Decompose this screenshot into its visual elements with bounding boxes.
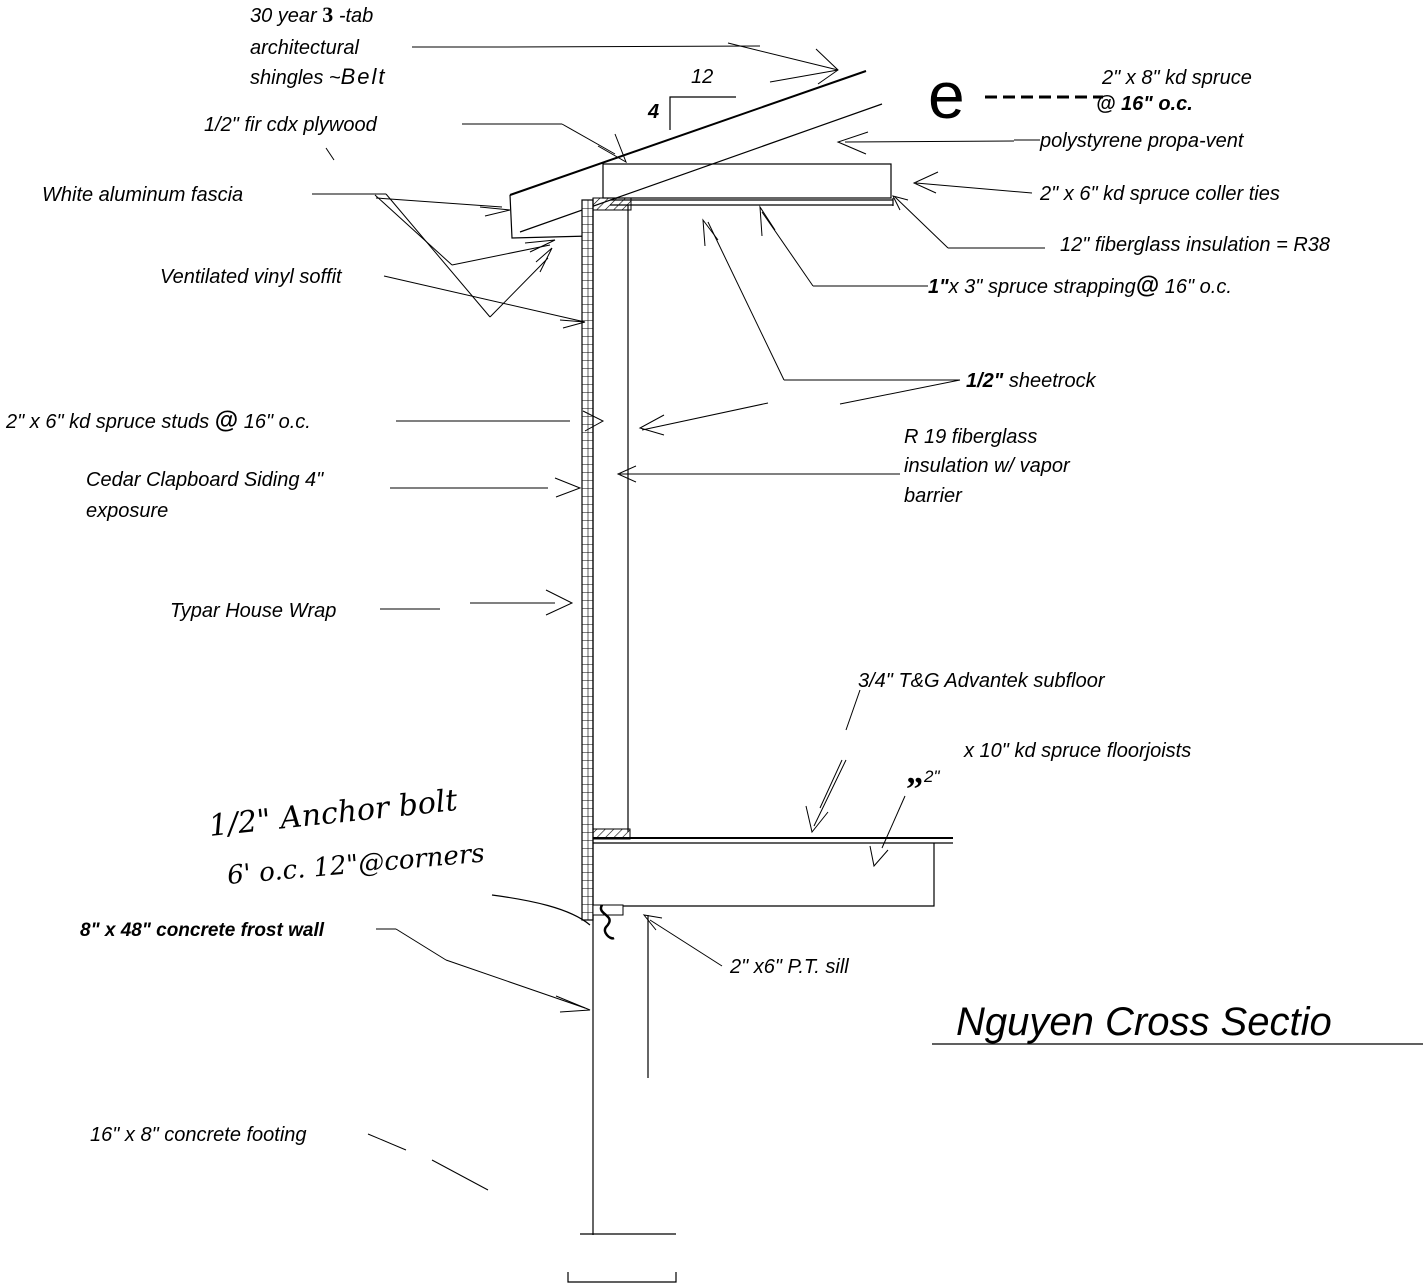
label-frost-wall: 8" x 48" concrete frost wall xyxy=(80,920,325,941)
label-shingles-line3: shingles ~Belt xyxy=(250,64,387,89)
footing-outline xyxy=(567,1272,677,1283)
label-fascia: White aluminum fascia xyxy=(42,184,243,206)
roof-underside-line xyxy=(519,103,883,233)
label-footing: 16" x 8" concrete footing xyxy=(90,1124,307,1146)
label-joists-mark: ” xyxy=(906,771,923,808)
label-sill: 2" x6" P.T. sill xyxy=(729,956,849,978)
label-wall-insulation-line3: barrier xyxy=(904,485,963,507)
label-strapping: 1"x 3" spruce strapping@ 16" o.c. xyxy=(928,272,1232,299)
floor-joist xyxy=(620,843,935,907)
double-top-plate xyxy=(592,197,632,211)
wall-structure xyxy=(581,198,631,1235)
cedar-siding-strip xyxy=(581,199,594,921)
label-wall-insulation-line1: R 19 fiberglass xyxy=(904,426,1037,448)
drawing-title: Nguyen Cross Sectio xyxy=(956,1000,1332,1044)
label-pitch-rise: 4 xyxy=(647,101,659,123)
leader-lines xyxy=(312,42,1423,1191)
floor-structure xyxy=(592,837,953,916)
label-siding-line1: Cedar Clapboard Siding 4" xyxy=(86,469,324,491)
roof-top-line xyxy=(509,70,867,196)
label-propavent: polystyrene propa-vent xyxy=(1039,130,1245,152)
roof-structure xyxy=(509,70,894,239)
label-studs: 2" x 6" kd spruce studs @ 16" o.c. xyxy=(5,407,311,434)
anchor-bolt-lead xyxy=(491,894,591,926)
pt-sill xyxy=(592,904,624,916)
label-plywood: 1/2" fir cdx plywood xyxy=(204,114,378,136)
label-anchor-line1: 1/2" Anchor bolt xyxy=(207,783,460,844)
label-ceiling-insulation: 12" fiberglass insulation = R38 xyxy=(1060,234,1330,256)
label-anchor-line2: 6' o.c. 12"@corners xyxy=(226,839,486,891)
label-collar-ties: 2" x 6" kd spruce coller ties xyxy=(1039,183,1280,205)
label-pitch-run: 12 xyxy=(691,66,713,88)
label-e-glyph: e xyxy=(928,58,965,132)
label-soffit: Ventilated vinyl soffit xyxy=(160,266,343,288)
label-rafters-line2: @ 16" o.c. xyxy=(1096,93,1193,115)
label-joists-size: 2" xyxy=(923,767,940,786)
fascia-board xyxy=(509,194,591,239)
top-plate-collar-tie xyxy=(602,163,892,199)
annotation-labels: 30 year 3 -tab architectural shingles ~B… xyxy=(5,2,1332,1146)
label-shingles-line1: 30 year 3 -tab xyxy=(250,2,373,27)
foundation-structure xyxy=(491,894,677,1283)
label-joists: x 10" kd spruce floorjoists xyxy=(963,740,1191,762)
label-siding-line2: exposure xyxy=(86,500,168,522)
label-sheetrock: 1/2" sheetrock xyxy=(966,370,1097,392)
label-wall-insulation-line2: insulation w/ vapor xyxy=(904,455,1071,477)
label-rafters-line1: 2" x 8" kd spruce xyxy=(1101,67,1252,89)
label-shingles-line2: architectural xyxy=(250,37,359,59)
label-subfloor: 3/4" T&G Advantek subfloor xyxy=(858,670,1106,692)
anchor-bolt-icon xyxy=(599,904,615,940)
label-housewrap: Typar House Wrap xyxy=(170,600,336,622)
